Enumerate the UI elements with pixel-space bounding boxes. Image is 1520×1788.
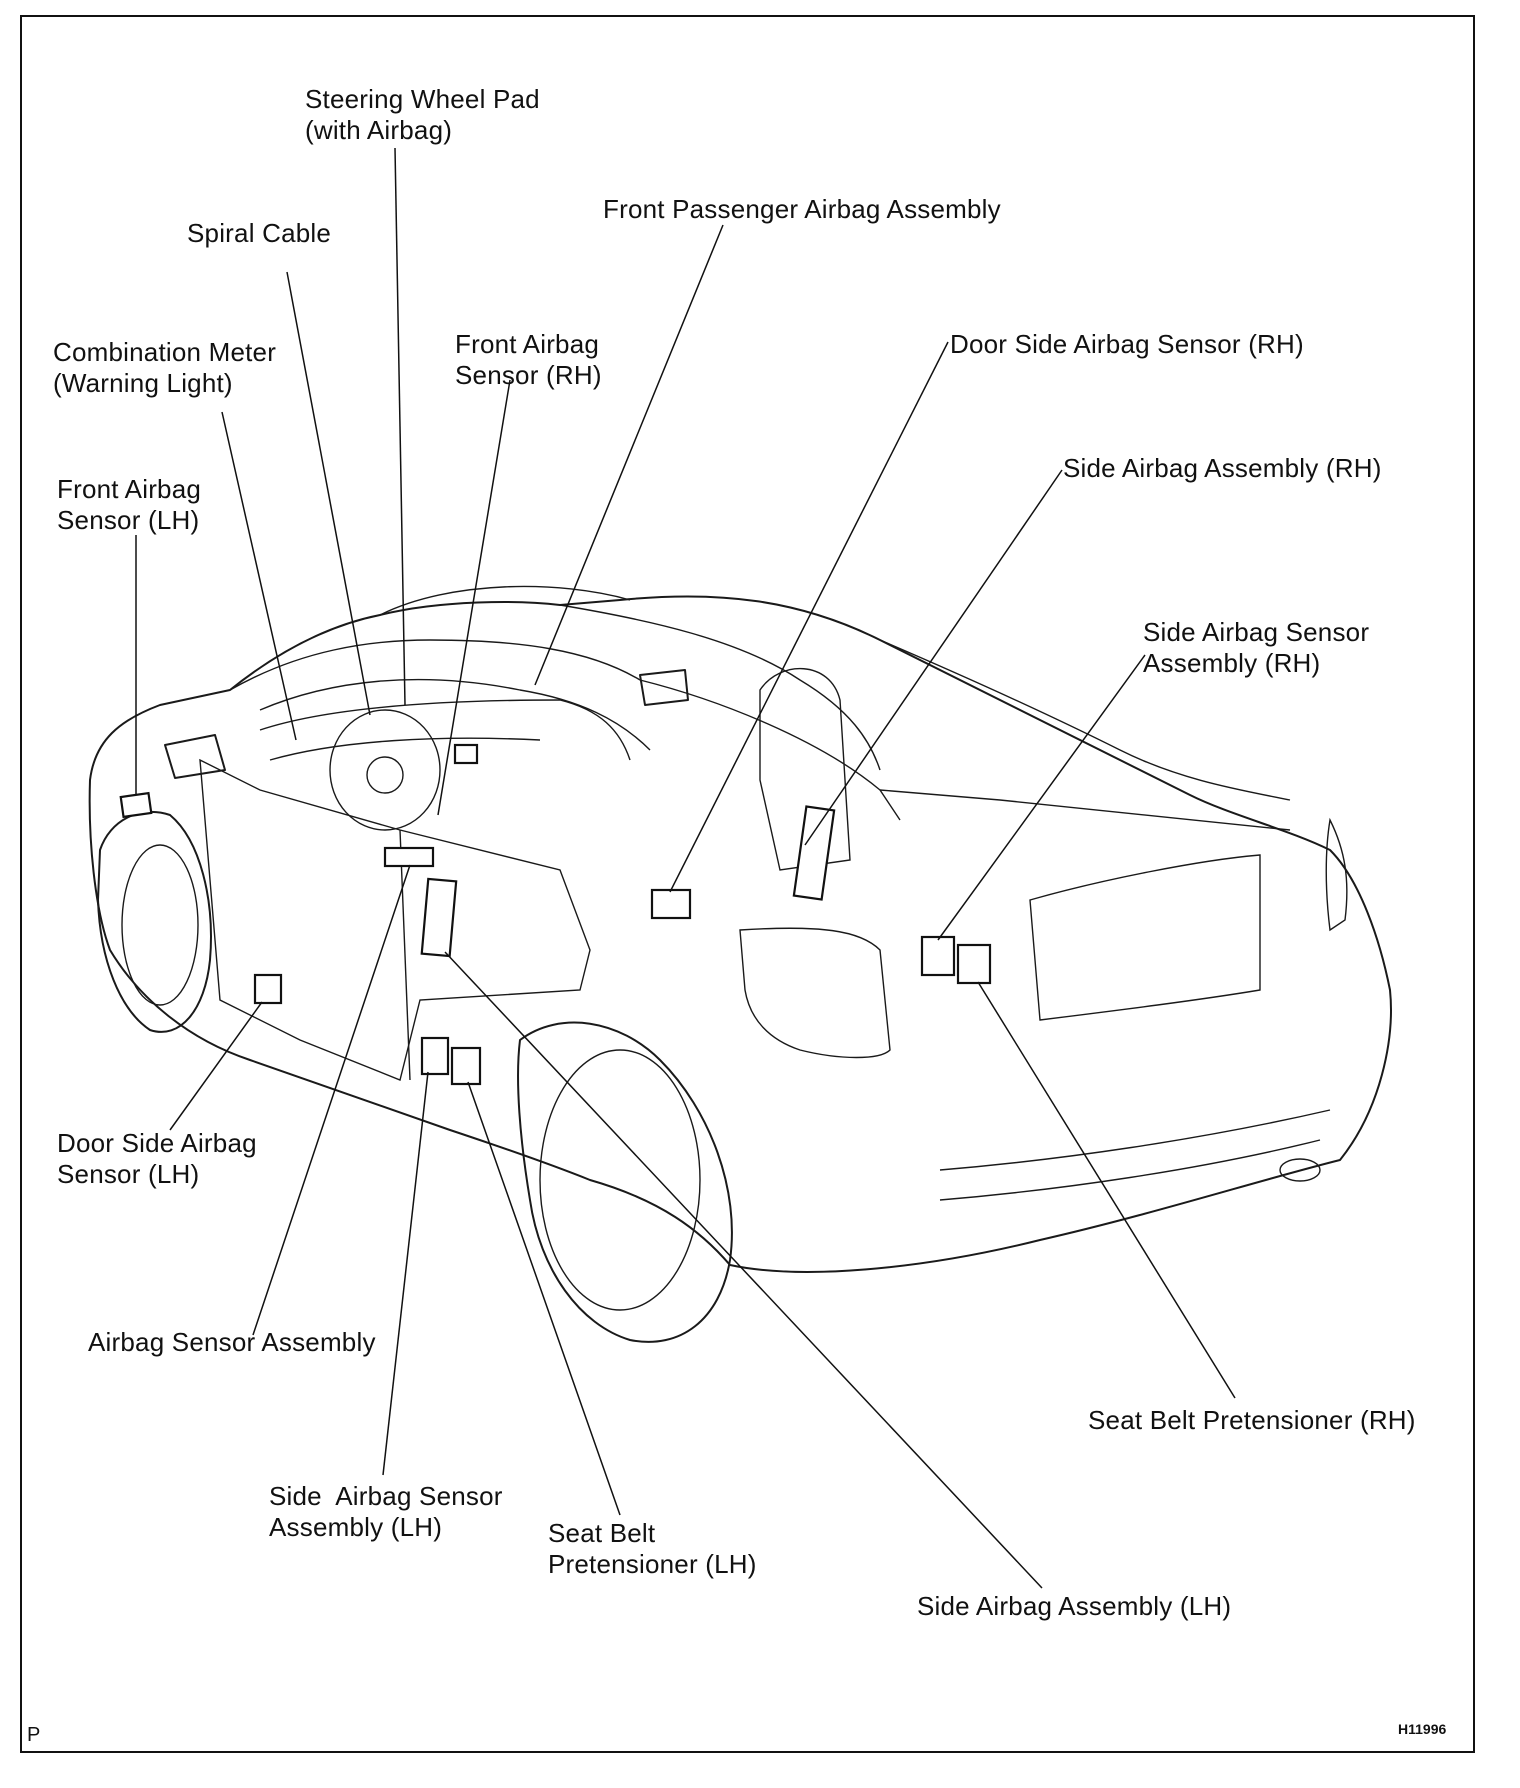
label-side-airbag-assembly-rh: Side Airbag Assembly (RH) bbox=[1063, 453, 1382, 483]
label-combination-meter: Combination Meter (Warning Light) bbox=[53, 337, 277, 398]
part-side-airbag-assembly-lh bbox=[420, 877, 458, 958]
label-spiral-cable: Spiral Cable bbox=[187, 218, 332, 248]
label-front-airbag-sensor-rh: Front Airbag Sensor (RH) bbox=[455, 329, 602, 390]
label-side-airbag-assembly-lh: Side Airbag Assembly (LH) bbox=[917, 1591, 1232, 1621]
part-door-side-airbag-sensor-rh bbox=[650, 888, 692, 920]
figure-frame bbox=[20, 15, 1475, 1753]
label-seat-belt-pretensioner-rh: Seat Belt Pretensioner (RH) bbox=[1088, 1405, 1416, 1435]
label-seat-belt-pretensioner-lh: Seat Belt Pretensioner (LH) bbox=[548, 1518, 757, 1579]
part-seat-belt-pretensioner-lh bbox=[450, 1046, 482, 1086]
part-side-airbag-sensor-lh bbox=[420, 1036, 450, 1076]
part-side-airbag-sensor-rh bbox=[920, 935, 956, 977]
label-door-side-airbag-sensor-rh: Door Side Airbag Sensor (RH) bbox=[950, 329, 1304, 359]
part-side-airbag-assembly-rh bbox=[792, 805, 836, 901]
label-side-airbag-sensor-assembly-lh: Side Airbag Sensor Assembly (LH) bbox=[269, 1481, 503, 1542]
label-front-passenger-airbag-assembly: Front Passenger Airbag Assembly bbox=[603, 194, 1001, 224]
part-seat-belt-pretensioner-rh bbox=[956, 943, 992, 985]
leader-lines bbox=[135, 147, 1236, 1589]
label-side-airbag-sensor-assembly-rh: Side Airbag Sensor Assembly (RH) bbox=[1143, 617, 1370, 678]
corner-mark: P bbox=[27, 1724, 41, 1746]
part-front-airbag-sensor-rh bbox=[453, 743, 479, 765]
part-door-side-airbag-sensor-lh bbox=[253, 973, 283, 1005]
car-body bbox=[88, 585, 1392, 1343]
parts bbox=[119, 743, 992, 1086]
part-airbag-sensor-assembly bbox=[383, 846, 435, 868]
label-airbag-sensor-assembly: Airbag Sensor Assembly bbox=[88, 1327, 376, 1357]
label-front-airbag-sensor-lh: Front Airbag Sensor (LH) bbox=[57, 474, 202, 535]
part-front-airbag-sensor-lh bbox=[119, 791, 153, 819]
figure-code: H11996 bbox=[1398, 1721, 1447, 1737]
label-steering-wheel-pad: Steering Wheel Pad (with Airbag) bbox=[305, 84, 540, 145]
label-door-side-airbag-sensor-lh: Door Side Airbag Sensor (LH) bbox=[57, 1128, 257, 1189]
